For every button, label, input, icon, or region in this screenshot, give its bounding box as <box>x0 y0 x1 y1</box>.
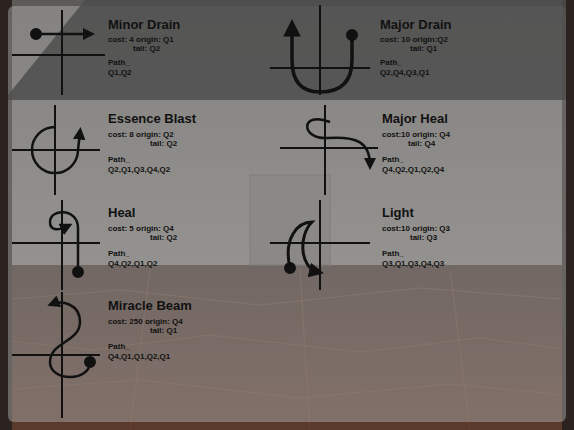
spell-entry: Minor Drain cost: 4 origin: Q1tail: Q2Pat… <box>108 18 183 80</box>
gesture-stroke <box>36 33 90 36</box>
spell-cost: cost:10 origin: Q3 <box>382 225 450 234</box>
gesture-stroke <box>292 26 352 92</box>
spell-name: Major Heal <box>382 112 448 126</box>
spell-path: Path_ Q2,Q1,Q3,Q4,Q2 <box>108 155 170 175</box>
spell-tail: tail: Q1 <box>150 327 177 336</box>
gesture-stroke <box>288 222 318 272</box>
spell-entry: Miracle Beam cost: 250 origin: Q4tail: Q1… <box>108 299 194 364</box>
spell-cost: cost: 8 origin: Q2 <box>108 131 174 140</box>
spell-tail: tail: Q1 <box>410 45 437 54</box>
spell-path: Path_ Q3,Q1,Q3,Q4,Q3 <box>382 249 444 269</box>
spell-path: Path_ Q4,Q2,Q1,Q2 <box>108 249 157 269</box>
spell-name: Essence Blast <box>108 112 196 126</box>
header-band <box>8 0 566 100</box>
quadrant-axes <box>12 10 105 95</box>
spell-name: Miracle Beam <box>108 299 192 313</box>
quadrant-axes <box>270 200 370 290</box>
quadrant-axes <box>12 200 100 290</box>
spell-cost: cost: 4 origin: Q1 <box>108 36 174 45</box>
quadrant-axes <box>270 5 370 95</box>
spell-cost: cost: 10 origin:Q2 <box>380 36 448 45</box>
spell-entry: Major Drain cost: 10 origin:Q2tail: Q1 Pat… <box>380 18 454 80</box>
gesture-stroke <box>32 127 80 173</box>
spell-entry: Major Heal cost:10 origin: Q4tail: Q4 Path… <box>382 112 453 177</box>
spell-tail: tail: Q3 <box>410 234 437 243</box>
spell-entry: Heal cost: 5 origin: Q4tail: Q2 Path_ Q4,Q… <box>108 206 180 271</box>
spell-name: Major Drain <box>380 18 452 32</box>
gesture-stroke <box>307 119 370 165</box>
quadrant-axes <box>12 292 100 418</box>
spell-name: Minor Drain <box>108 18 180 32</box>
spell-cost: cost:10 origin: Q4 <box>382 131 450 140</box>
gesture-stroke <box>50 303 90 377</box>
quadrant-axes <box>280 105 378 195</box>
spell-glyphs <box>12 5 378 418</box>
spell-cost: cost: 250 origin: Q4 <box>108 318 183 327</box>
spell-tail: tail: Q4 <box>408 140 435 149</box>
spell-entry: Light cost:10 origin: Q3tail: Q3 Path_ Q3,… <box>382 206 453 271</box>
spell-entry: Essence Blast cost: 8 origin: Q2tail: Q2 P… <box>108 112 199 177</box>
gesture-stroke <box>50 212 78 272</box>
quadrant-axes <box>12 105 100 195</box>
spell-tail: tail: Q2 <box>133 45 160 54</box>
spell-cost: cost: 5 origin: Q4 <box>108 225 174 234</box>
spell-tail: tail: Q2 <box>150 140 177 149</box>
spell-name: Heal <box>108 206 135 220</box>
spell-path: Path_ Q4,Q2,Q1,Q2,Q4 <box>382 155 444 175</box>
spell-name: Light <box>382 206 414 220</box>
spell-path: Path_ Q1,Q2 <box>108 58 132 78</box>
spell-path: Path_ Q4,Q1,Q1,Q2,Q1 <box>108 342 170 362</box>
spell-path: Path_ Q2,Q4,Q3,Q1 <box>380 58 429 78</box>
spell-tail: tail: Q2 <box>150 234 177 243</box>
